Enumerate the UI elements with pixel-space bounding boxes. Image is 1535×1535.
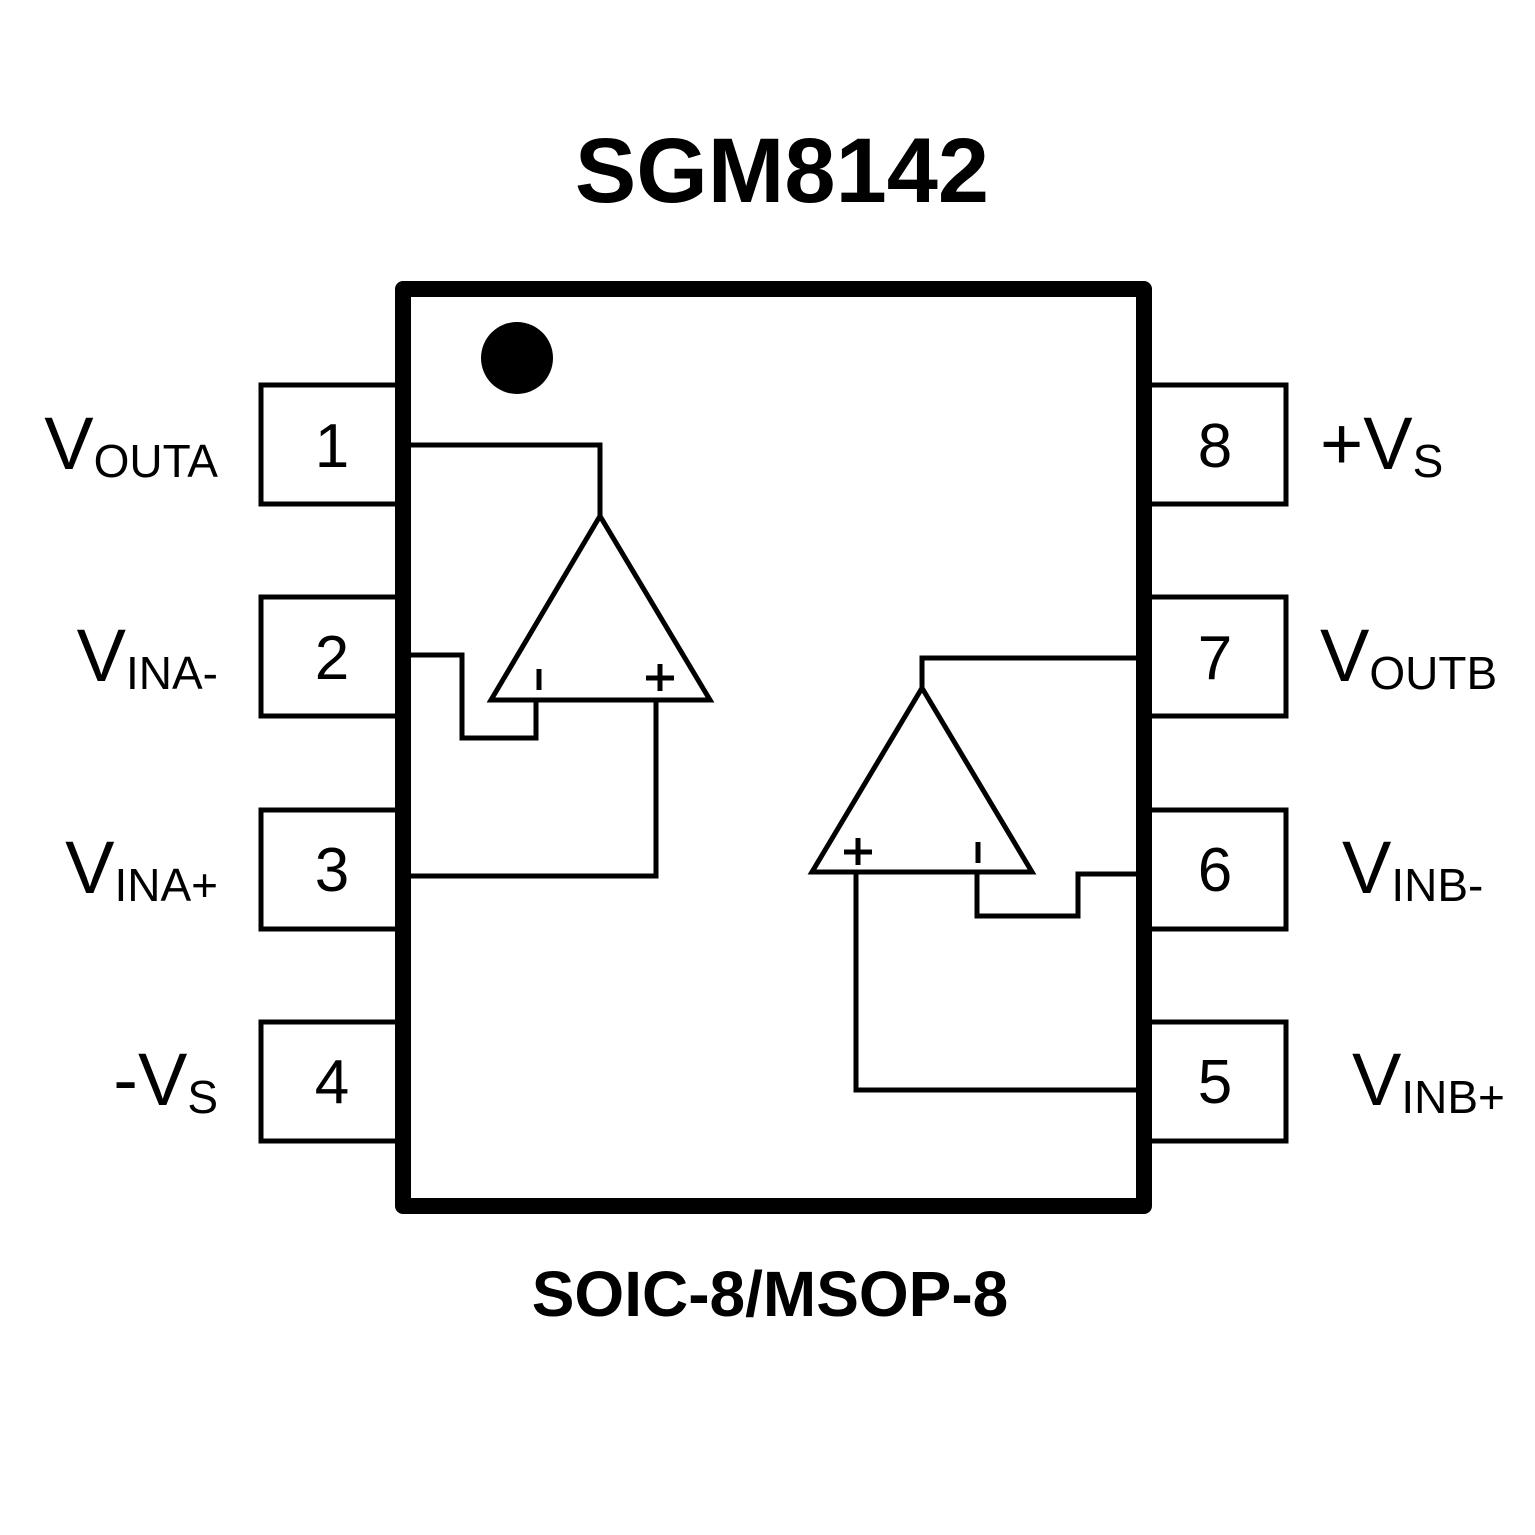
pin-number-6: 6: [1198, 836, 1232, 905]
pin-box-2: [258, 594, 404, 719]
wire-ina-minus: [408, 652, 539, 741]
pin-label-7: VOUTB: [1320, 614, 1497, 699]
pin-box-8: [1143, 382, 1289, 507]
package-label: SOIC-8/MSOP-8: [532, 1258, 1009, 1330]
pin-label-1: VOUTA: [44, 402, 218, 487]
pin-number-5: 5: [1198, 1048, 1232, 1117]
pin-box-1: [258, 382, 404, 507]
pin-label-6: VINB-: [1342, 826, 1483, 911]
pin-number-3: 3: [315, 836, 349, 905]
wire-outa: [408, 442, 603, 519]
chip-body: [395, 281, 1152, 1214]
chip-title: SGM8142: [575, 120, 989, 222]
amp-a-plus-sign: [646, 664, 674, 691]
pin-number-7: 7: [1198, 624, 1232, 693]
pin-number-4: 4: [315, 1048, 349, 1117]
pin1-marker-dot: [481, 322, 553, 394]
pin-label-4: -VS: [113, 1038, 218, 1123]
wire-inb-plus: [853, 869, 1139, 1093]
pin-label-3: VINA+: [65, 826, 218, 911]
pin-box-6: [1143, 807, 1289, 932]
op-amp-b: [807, 683, 1037, 875]
wire-inb-minus: [974, 869, 1139, 919]
pin-box-3: [258, 807, 404, 932]
pin-label-2: VINA-: [77, 614, 218, 699]
pin-number-1: 1: [315, 412, 349, 481]
pin-label-5: VINB+: [1352, 1038, 1505, 1123]
pin-number-2: 2: [315, 624, 349, 693]
op-amp-a: [486, 511, 715, 703]
wire-ina-plus: [408, 697, 659, 879]
pin-number-8: 8: [1198, 412, 1232, 481]
wire-outb: [919, 655, 1139, 691]
amp-b-plus-sign: [844, 838, 872, 865]
pin-label-8: +VS: [1320, 402, 1443, 487]
